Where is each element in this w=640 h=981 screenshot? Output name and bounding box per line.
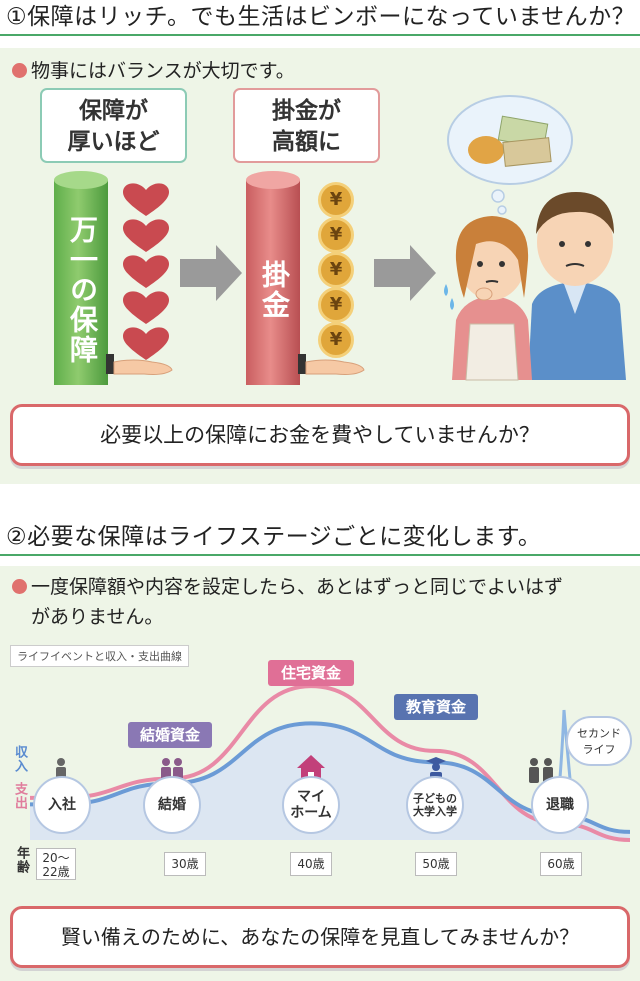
- section2-message-text: 賢い備えのために、あなたの保障を見直してみませんか？: [60, 925, 580, 949]
- expense-axis-label: 支出: [12, 782, 27, 810]
- age-box-30: 30歳: [164, 852, 206, 876]
- yen-coin-icon: ¥: [318, 287, 354, 323]
- red-cylinder-text: 掛金: [258, 260, 291, 320]
- red-cylinder: [246, 171, 300, 385]
- chart-caption: ライフイベントと収入・支出曲線: [10, 645, 189, 667]
- heart-icon: [122, 183, 170, 216]
- yen-coin-icon: ¥: [318, 252, 354, 288]
- stage-retirement-line1: 退職: [546, 797, 574, 813]
- yen-coin-icon: ¥: [318, 322, 354, 358]
- hearts-stack: [122, 183, 170, 360]
- section2-message-box: 賢い備えのために、あなたの保障を見直してみませんか？: [10, 906, 630, 968]
- stage-college-line2: 大学入学: [413, 805, 457, 818]
- section1-lead-text: 物事にはバランスが大切です。: [31, 60, 295, 82]
- section1-message-box: 必要以上の保障にお金を費やしていませんか？: [10, 404, 630, 466]
- green-cylinder-text: 万一の保障: [66, 215, 99, 365]
- green-cylinder: [54, 171, 108, 385]
- section1-lead: 物事にはバランスが大切です。: [12, 56, 295, 86]
- event-label-marriage-fund: 結婚資金: [128, 722, 212, 748]
- stage-my-home-line1: マイ: [297, 789, 325, 805]
- heart-icon: [122, 327, 170, 360]
- section2-lead-line2: がありません。: [31, 606, 164, 628]
- age-40-text: 40歳: [297, 857, 325, 871]
- arrow-right-icon: [180, 245, 242, 301]
- second-life-line2: ライフ: [582, 743, 616, 756]
- hand-icon: [106, 354, 173, 375]
- section1-title: ①保障はリッチ。でも生活はビンボーになっていませんか？: [0, 0, 640, 36]
- event-label-housing-fund: 住宅資金: [268, 660, 354, 686]
- worried-couple-illustration: [444, 95, 626, 381]
- heart-icon: [122, 219, 170, 252]
- section1-title-rule: [0, 34, 640, 36]
- section2-title: ②必要な保障はライフステージごとに変化します。: [0, 520, 640, 556]
- age-20-line1: 20～: [42, 851, 70, 865]
- event-label-second-life: セカンド ライフ: [566, 716, 632, 766]
- label-box-coverage: 保障が 厚いほど: [40, 88, 187, 163]
- event-label-education-fund: 教育資金: [394, 694, 478, 720]
- stage-circle-college: 子どもの 大学入学: [406, 776, 464, 834]
- arrow-right-icon: [374, 245, 436, 301]
- label-box-coverage-line1: 保障が: [79, 98, 148, 124]
- hand-icon: [298, 354, 365, 375]
- bullet-dot-icon: [12, 63, 27, 78]
- age-30-text: 30歳: [171, 857, 199, 871]
- sweat-drop-icon: [444, 284, 454, 310]
- stage-marriage-line1: 結婚: [158, 797, 186, 813]
- section1-title-text: ①保障はリッチ。でも生活はビンボーになっていませんか？: [6, 4, 636, 30]
- bullet-dot-icon: [12, 579, 27, 594]
- stage-circle-joining: 入社: [33, 776, 91, 834]
- section2-title-text: ②必要な保障はライフステージごとに変化します。: [6, 524, 542, 550]
- yen-coin-icon: ¥: [318, 182, 354, 218]
- label-box-premium-line2: 高額に: [272, 129, 341, 155]
- age-box-40: 40歳: [290, 852, 332, 876]
- section2-lead-line1: 一度保障額や内容を設定したら、あとはずっと同じでよいはず: [31, 576, 564, 598]
- stage-college-line1: 子どもの: [413, 792, 457, 805]
- section1-message-text: 必要以上の保障にお金を費やしていませんか？: [100, 423, 540, 447]
- stage-joining-line1: 入社: [48, 797, 76, 813]
- section2-title-rule: [0, 554, 640, 556]
- age-axis-label: 年齢: [14, 846, 29, 874]
- age-box-50: 50歳: [415, 852, 457, 876]
- stage-circle-retirement: 退職: [531, 776, 589, 834]
- age-50-text: 50歳: [422, 857, 450, 871]
- age-20-line2: 22歳: [42, 865, 70, 879]
- label-box-premium: 掛金が 高額に: [233, 88, 380, 163]
- income-axis-label: 収入: [12, 745, 27, 773]
- heart-icon: [122, 291, 170, 324]
- yen-coins-stack: ¥ ¥ ¥ ¥ ¥: [318, 182, 358, 362]
- stage-my-home-line2: ホーム: [290, 805, 332, 821]
- label-box-coverage-line2: 厚いほど: [67, 129, 160, 155]
- thought-bubble-icon: [447, 95, 573, 215]
- stage-circle-marriage: 結婚: [143, 776, 201, 834]
- stage-circle-my-home: マイ ホーム: [282, 776, 340, 834]
- label-box-premium-line1: 掛金が: [272, 98, 341, 124]
- woman-figure-icon: [452, 216, 532, 381]
- yen-coin-icon: ¥: [318, 217, 354, 253]
- section2-lead: 一度保障額や内容を設定したら、あとはずっと同じでよいはず がありません。: [12, 572, 632, 632]
- age-box-20: 20～ 22歳: [36, 848, 76, 880]
- heart-icon: [122, 255, 170, 288]
- second-life-line1: セカンド: [577, 727, 621, 740]
- age-60-text: 60歳: [547, 857, 575, 871]
- man-figure-icon: [528, 192, 626, 380]
- age-box-60: 60歳: [540, 852, 582, 876]
